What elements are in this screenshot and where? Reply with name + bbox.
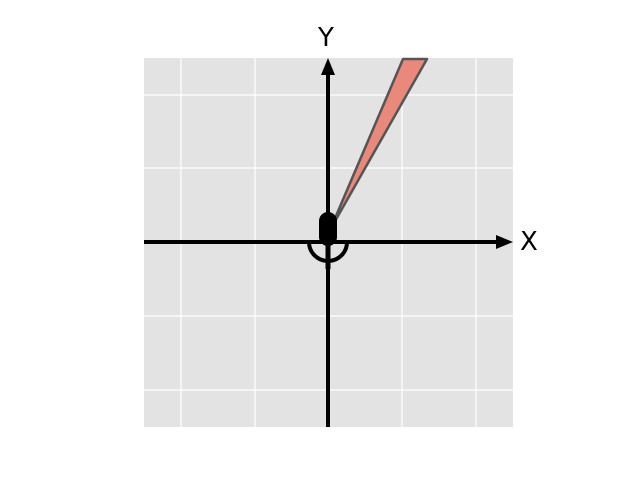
x-axis-label: X	[520, 227, 538, 257]
angle-wedge	[328, 57, 429, 232]
origin-capsule-marker	[319, 212, 337, 246]
y-axis-label: Y	[317, 23, 334, 53]
x-axis-arrowhead	[496, 235, 513, 249]
y-axis-arrowhead	[321, 58, 335, 75]
